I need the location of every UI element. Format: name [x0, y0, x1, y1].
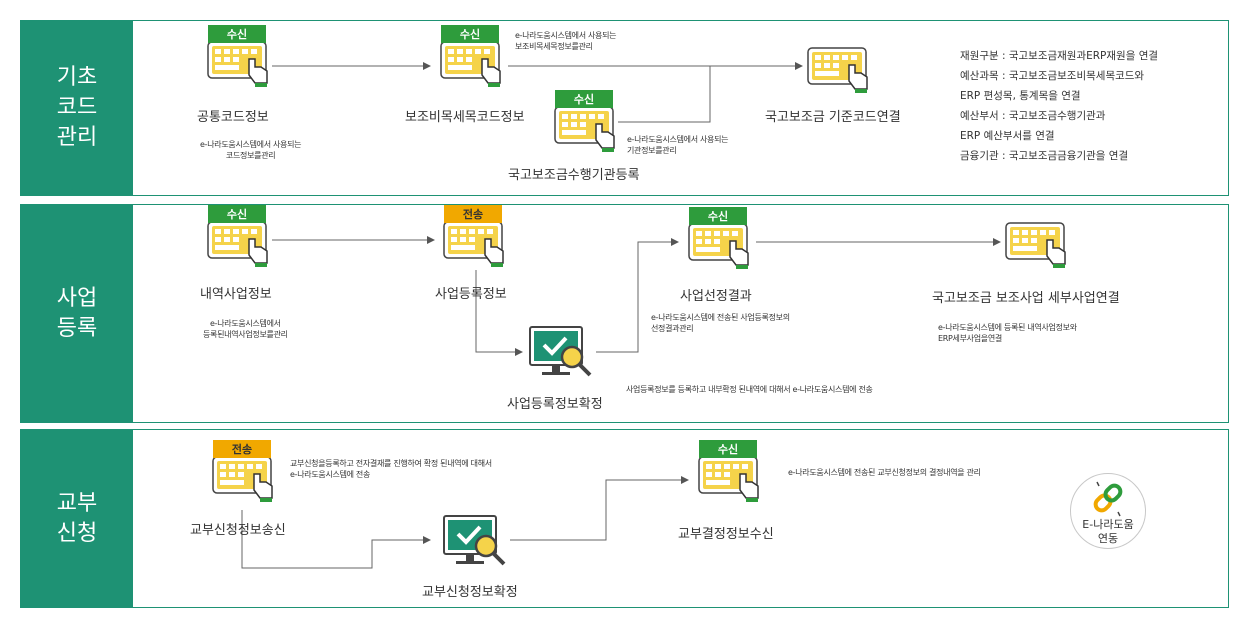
node-project-registration: 전송 [441, 205, 505, 269]
node-selection-result: 수신 [686, 207, 750, 271]
node-standard-code-link [805, 38, 869, 102]
keyboard-hand-icon [688, 223, 749, 269]
badge-label: E-나라도움 연동 [1082, 518, 1134, 545]
label-sub-project-link: 국고보조금 보조사업 세부사업연결 [932, 291, 1120, 306]
receive-tag: 수신 [699, 440, 757, 458]
node-detail-project: 수신 [205, 205, 269, 269]
node-grant-decision: 수신 [696, 440, 760, 504]
keyboard-hand-icon [207, 221, 268, 267]
label-project-confirm: 사업등록정보확정 [507, 397, 603, 412]
keyboard-hand-icon [212, 456, 273, 502]
node-grant-send: 전송 [210, 440, 274, 504]
note-project-confirm: 사업등록정보를 등록하고 내부확정 된내역에 대해서 e-나라도움시스템에 전송 [626, 385, 873, 394]
label-standard-code-link: 국고보조금 기준코드연결 [765, 110, 901, 125]
receive-tag: 수신 [208, 25, 266, 43]
section-label-basic-code: 기초 코드 관리 [21, 21, 133, 195]
mapping-list: 재원구분 : 국고보조금재원과ERP재원을 연결 예산과목 : 국고보조금보조비… [960, 50, 1159, 162]
label-project-registration: 사업등록정보 [435, 287, 507, 302]
label-grant-confirm: 교부신청정보확정 [422, 585, 518, 600]
keyboard-hand-icon [698, 456, 759, 502]
keyboard-hand-icon [443, 221, 504, 267]
note-sub-item-code: e-나라도움시스템에서 사용되는 보조비목세목정보를관리 [515, 31, 617, 51]
e-naradoum-badge: E-나라도움 연동 [1070, 473, 1146, 549]
keyboard-hand-icon [440, 41, 501, 87]
note-common-code: e-나라도움시스템에서 사용되는 코드정보를관리 [200, 140, 302, 160]
node-grant-confirm [442, 514, 510, 574]
note-sub-project-link: e-나라도움시스템에 등록된 내역사업정보와 ERP세부사업을연결 [938, 323, 1077, 343]
label-executing-agency: 국고보조금수행기관등록 [508, 168, 640, 183]
label-grant-send: 교부신청정보송신 [190, 523, 286, 538]
node-common-code: 수신 [205, 25, 269, 89]
label-selection-result: 사업선정결과 [680, 289, 752, 304]
note-grant-send: 교부신청을등록하고 전자결재를 진행하여 확정 된내역에 대해서 e-나라도움시… [290, 459, 492, 479]
keyboard-hand-icon [207, 41, 268, 87]
label-grant-decision: 교부결정정보수신 [678, 527, 774, 542]
node-sub-item-code: 수신 [438, 25, 502, 89]
label-detail-project: 내역사업정보 [200, 287, 272, 302]
receive-tag: 수신 [441, 25, 499, 43]
node-sub-project-link [1003, 213, 1067, 277]
monitor-check-icon [443, 515, 506, 566]
note-selection-result: e-나라도움시스템에 전송된 사업등록정보의 선정결과관리 [651, 313, 790, 333]
keyboard-hand-icon [1005, 222, 1066, 268]
receive-tag: 수신 [689, 207, 747, 225]
receive-tag: 수신 [555, 90, 613, 108]
send-tag: 전송 [444, 205, 502, 223]
keyboard-hand-icon [554, 106, 615, 152]
note-grant-decision: e-나라도움시스템에 전송된 교부신청정보의 결정내역을 관리 [788, 468, 981, 477]
node-executing-agency: 수신 [552, 90, 616, 154]
label-common-code: 공통코드정보 [197, 110, 269, 125]
label-sub-item-code: 보조비목세목코드정보 [405, 110, 525, 125]
monitor-check-icon [529, 326, 592, 377]
keyboard-hand-icon [807, 47, 868, 93]
receive-tag: 수신 [208, 205, 266, 223]
send-tag: 전송 [213, 440, 271, 458]
note-executing-agency: e-나라도움시스템에서 사용되는 기관정보를관리 [627, 135, 729, 155]
section-label-project-registration: 사업 등록 [21, 205, 133, 422]
note-detail-project: e-나라도움시스템에서 등록된내역사업정보를관리 [203, 319, 288, 339]
section-label-grant-application: 교부 신청 [21, 430, 133, 607]
link-icon [1093, 481, 1123, 517]
node-project-confirm [528, 325, 596, 385]
